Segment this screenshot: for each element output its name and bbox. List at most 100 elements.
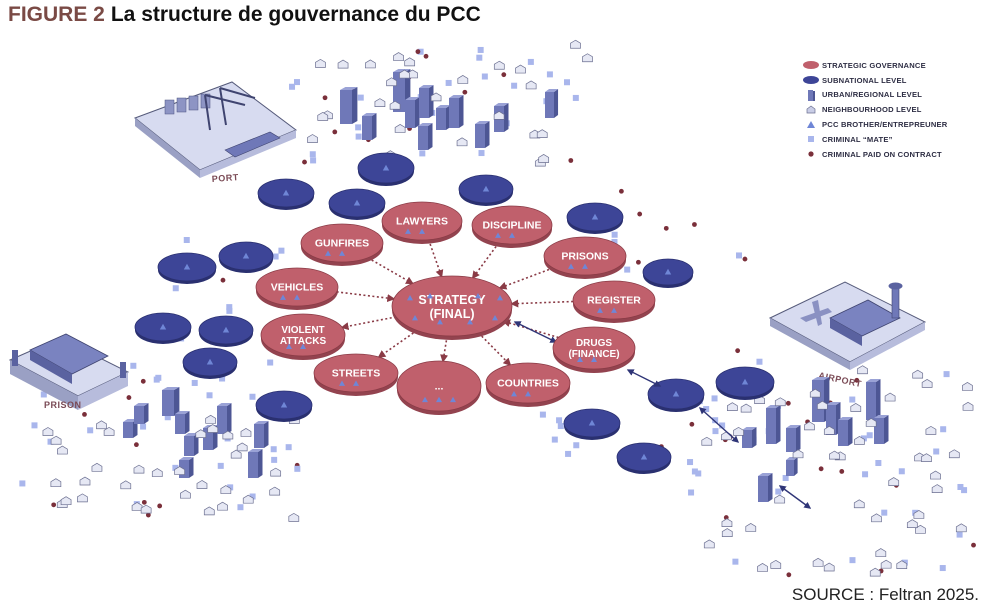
mate-marker xyxy=(355,133,362,140)
house-icon xyxy=(962,401,974,411)
mate-marker xyxy=(172,285,179,292)
mate-marker xyxy=(849,557,856,564)
mate-marker xyxy=(481,73,488,80)
strategic-node-prisons: PRISONS xyxy=(543,236,627,279)
dotted-arrow xyxy=(471,242,500,280)
brother-marker xyxy=(511,391,517,397)
mate-marker xyxy=(272,253,279,260)
building-block xyxy=(184,433,199,456)
house-icon xyxy=(337,59,349,69)
mate-marker xyxy=(309,151,316,158)
mate-marker xyxy=(172,464,179,471)
house-icon xyxy=(307,134,318,143)
strategic-node-label: COUNTRIES xyxy=(497,378,559,390)
house-icon xyxy=(812,557,824,567)
mate-marker xyxy=(249,393,256,400)
urban-buildings xyxy=(123,69,889,502)
mate-marker xyxy=(961,487,968,494)
house-icon xyxy=(270,467,282,477)
subnational-node xyxy=(182,347,238,379)
paid-contract-marker xyxy=(663,225,669,231)
building-block xyxy=(475,121,490,148)
center-label-line2: (FINAL) xyxy=(429,307,474,321)
subnational-node xyxy=(198,315,254,347)
mate-marker xyxy=(939,565,946,572)
mate-marker xyxy=(153,376,160,383)
strategic-node-label: REGISTER xyxy=(587,295,641,307)
brother-marker xyxy=(294,294,300,300)
strategic-node-center: STRATEGY(FINAL) xyxy=(391,275,513,340)
house-icon xyxy=(871,513,882,523)
house-icon xyxy=(50,435,62,445)
mate-marker xyxy=(527,58,534,65)
house-icon xyxy=(745,523,757,532)
brother-marker xyxy=(450,396,456,403)
house-icon xyxy=(91,462,103,472)
brother-marker xyxy=(183,263,191,270)
strategic-node-label: ... xyxy=(435,381,444,393)
mate-marker xyxy=(310,157,317,164)
legend-label: SUBNATIONAL LEVEL xyxy=(822,75,907,85)
house-icon xyxy=(57,445,68,455)
subnational-node xyxy=(647,378,705,412)
house-icon xyxy=(774,494,786,504)
house-icon xyxy=(721,528,733,537)
paid-contract-marker xyxy=(133,442,139,448)
house-icon xyxy=(804,421,815,431)
mate-marker xyxy=(564,79,571,86)
brother-marker xyxy=(509,232,515,238)
house-icon xyxy=(823,425,835,435)
mate-marker xyxy=(445,79,452,86)
building-block xyxy=(162,387,180,416)
house-icon xyxy=(582,53,593,63)
house-icon xyxy=(865,418,877,427)
mate-marker xyxy=(477,46,484,53)
mate-marker xyxy=(191,379,198,386)
house-icon xyxy=(493,110,505,120)
strategic-node-vehicles: VEHICLES xyxy=(255,267,339,310)
brother-marker xyxy=(597,307,603,313)
mate-marker xyxy=(237,504,244,511)
house-icon xyxy=(931,484,943,493)
paid-contract-marker xyxy=(82,412,87,417)
strategic-node-label: DRUGS xyxy=(576,338,612,349)
mate-marker xyxy=(736,252,743,259)
mate-marker xyxy=(219,375,226,382)
legend-label: CRIMINAL PAID ON CONTRACT xyxy=(822,149,942,159)
brother-marker xyxy=(325,250,331,256)
house-icon xyxy=(315,58,326,68)
mate-marker xyxy=(271,456,278,463)
house-icon xyxy=(42,427,54,436)
dot-icon xyxy=(800,148,822,160)
dotted-arrow xyxy=(367,257,414,285)
house-icon xyxy=(770,559,782,569)
paid-contract-marker xyxy=(462,89,468,95)
house-icon xyxy=(888,477,900,486)
house-icon xyxy=(203,506,215,516)
mate-marker xyxy=(511,82,518,89)
house-icon xyxy=(220,485,232,494)
house-icon xyxy=(853,499,865,509)
airport-illustration xyxy=(768,281,927,370)
building-block xyxy=(248,449,263,478)
brother-marker xyxy=(353,380,359,386)
mate-marker xyxy=(294,465,301,472)
house-icon xyxy=(217,501,228,511)
brother-marker xyxy=(300,343,306,349)
legend-item: STRATEGIC GOVERNANCE xyxy=(800,58,988,73)
mate-marker xyxy=(40,391,47,398)
mate-marker xyxy=(556,417,563,424)
house-icon xyxy=(389,100,401,110)
solid-arrow xyxy=(698,407,740,443)
brother-marker xyxy=(427,293,433,299)
house-icon xyxy=(906,519,918,528)
mate-marker xyxy=(140,423,147,430)
building-block xyxy=(217,403,232,434)
strategic-node-countries: COUNTRIES xyxy=(485,362,571,407)
legend-label: URBAN/REGIONAL LEVEL xyxy=(822,90,923,100)
brother-marker xyxy=(588,419,596,426)
brother-marker xyxy=(159,323,167,330)
house-icon xyxy=(829,450,840,460)
